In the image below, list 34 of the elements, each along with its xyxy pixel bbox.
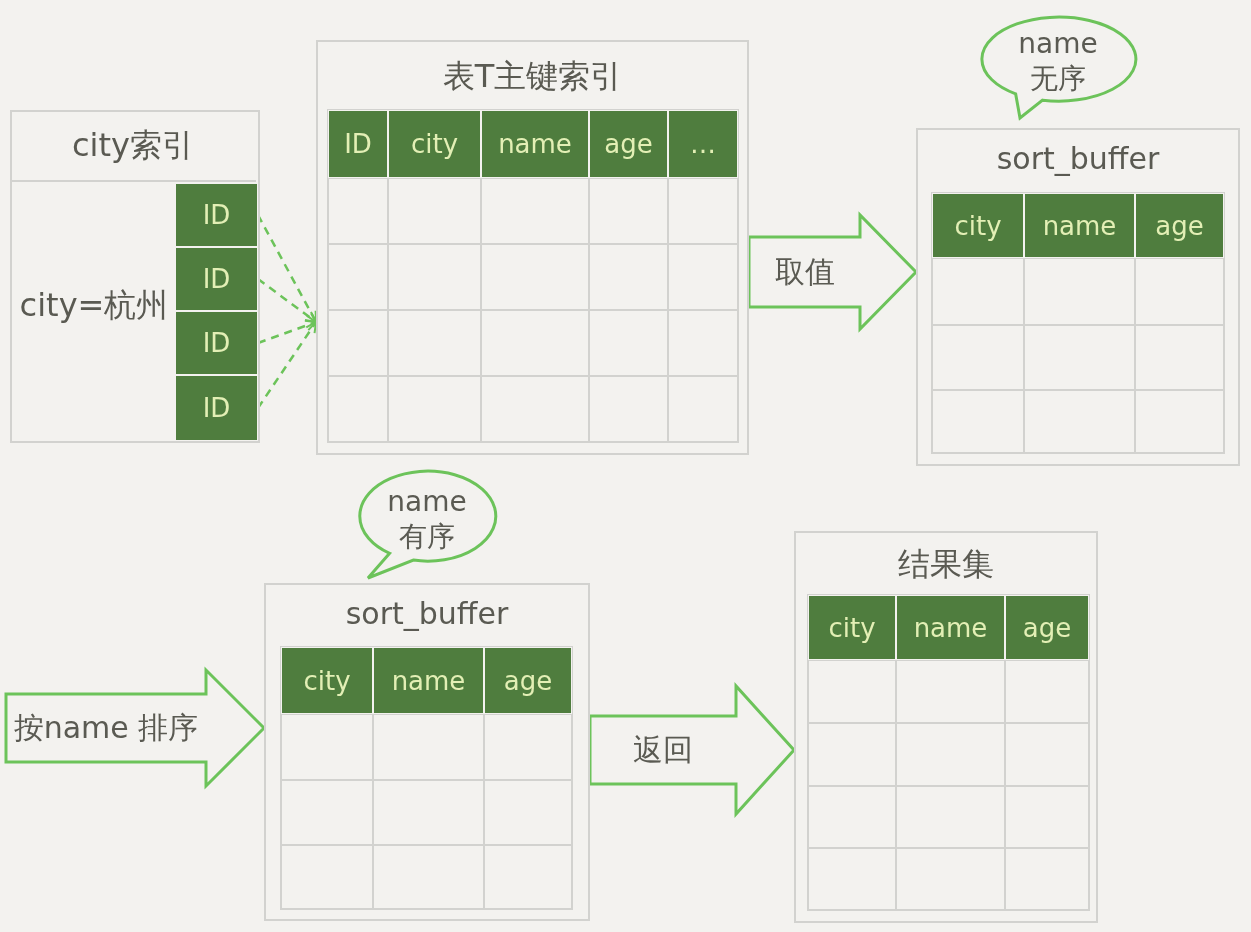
panel-title: 结果集	[897, 544, 995, 585]
bubble-text: name 有序	[386, 484, 468, 555]
index-panel	[10, 110, 260, 443]
id-cell: ID	[175, 311, 258, 375]
panel-title: sort_buffer	[995, 140, 1161, 179]
column-header: name	[481, 110, 589, 178]
column-header: age	[1135, 193, 1224, 258]
column-header: name	[373, 647, 484, 714]
id-cell: ID	[175, 375, 258, 441]
column-header: city	[808, 595, 896, 660]
column-header: age	[589, 110, 668, 178]
edge-label: 按name 排序	[12, 708, 200, 747]
block-arrow	[747, 211, 919, 333]
panel-title: 表T主键索引	[441, 56, 624, 97]
column-header: age	[1005, 595, 1089, 660]
edge-label: 取值	[773, 252, 836, 291]
speech-bubble	[356, 468, 498, 580]
column-header: age	[484, 647, 572, 714]
column-header: name	[896, 595, 1005, 660]
edge-label: 返回	[632, 730, 694, 769]
speech-bubble	[978, 14, 1138, 120]
id-cell: ID	[175, 247, 258, 311]
block-arrow	[588, 682, 797, 818]
panel-title: sort_buffer	[344, 595, 510, 634]
column-header: ID	[328, 110, 388, 178]
column-header: city	[932, 193, 1024, 258]
bubble-text: name 无序	[1017, 26, 1099, 97]
column-header: name	[1024, 193, 1135, 258]
id-cell: ID	[175, 183, 258, 247]
block-arrow	[4, 666, 267, 790]
condition-text: city=杭州	[18, 285, 170, 326]
column-header: city	[388, 110, 481, 178]
column-header: …	[668, 110, 738, 178]
column-header: city	[281, 647, 373, 714]
